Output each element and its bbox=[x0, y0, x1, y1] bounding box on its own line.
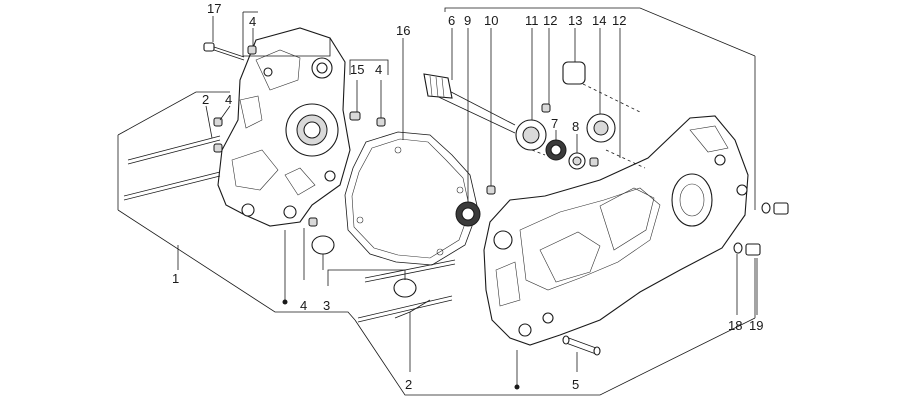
callout-18: 18 bbox=[728, 318, 742, 333]
plug-washer-top bbox=[761, 202, 789, 215]
bolt-17 bbox=[203, 42, 245, 61]
callout-2-bottom: 2 bbox=[405, 377, 412, 392]
callout-4-left: 4 bbox=[225, 92, 232, 107]
leader-lines bbox=[117, 7, 758, 396]
callout-6: 6 bbox=[448, 13, 455, 28]
right-crankcase-half bbox=[483, 115, 749, 346]
callout-14: 14 bbox=[592, 13, 606, 28]
bushings-3 bbox=[311, 235, 417, 298]
callout-12-top: 12 bbox=[543, 13, 557, 28]
callout-15: 15 bbox=[350, 62, 364, 77]
callout-13: 13 bbox=[568, 13, 582, 28]
seal-9 bbox=[455, 201, 481, 227]
shaft-6 bbox=[423, 73, 516, 134]
studs-2-left bbox=[123, 135, 221, 201]
callout-labels: 17 4 16 6 9 10 11 12 13 14 12 15 4 2 4 7… bbox=[172, 1, 763, 392]
bearing-14 bbox=[586, 113, 616, 143]
callout-7: 7 bbox=[551, 116, 558, 131]
plug-washer-bottom bbox=[733, 242, 761, 256]
callout-12-right: 12 bbox=[612, 13, 626, 28]
callout-8: 8 bbox=[572, 119, 579, 134]
callout-4-top: 4 bbox=[249, 14, 256, 29]
callout-17: 17 bbox=[207, 1, 221, 16]
bushing-13 bbox=[562, 61, 586, 85]
callout-11: 11 bbox=[525, 13, 539, 28]
callout-9: 9 bbox=[464, 13, 471, 28]
left-crankcase-half bbox=[217, 27, 351, 227]
dowel-pins-left bbox=[213, 45, 599, 227]
callout-3: 3 bbox=[323, 298, 330, 313]
callout-4-mid: 4 bbox=[375, 62, 382, 77]
reference-dots bbox=[282, 299, 520, 390]
gasket-16 bbox=[344, 131, 479, 266]
bearing-11 bbox=[515, 119, 547, 151]
callout-2-left: 2 bbox=[202, 92, 209, 107]
callout-19: 19 bbox=[749, 318, 763, 333]
washer-8 bbox=[568, 152, 586, 170]
part-15 bbox=[349, 111, 361, 121]
callout-1: 1 bbox=[172, 271, 179, 286]
callout-10: 10 bbox=[484, 13, 498, 28]
studs-2-bottom bbox=[357, 259, 456, 323]
seal-7 bbox=[545, 139, 567, 161]
callout-4-bottom: 4 bbox=[300, 298, 307, 313]
callout-5: 5 bbox=[572, 377, 579, 392]
pin-5 bbox=[562, 335, 601, 356]
callout-16: 16 bbox=[396, 23, 410, 38]
